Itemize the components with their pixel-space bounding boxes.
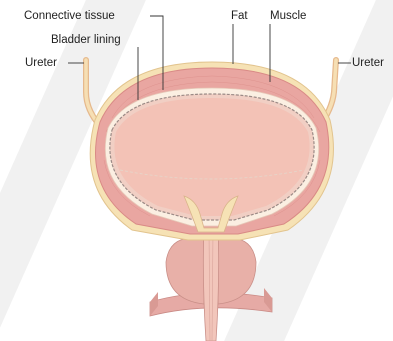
label-bladder-lining: Bladder lining — [51, 34, 121, 47]
urethra — [203, 228, 218, 341]
label-muscle: Muscle — [270, 10, 306, 23]
label-fat: Fat — [231, 10, 248, 23]
label-ureter-right: Ureter — [352, 57, 384, 70]
label-connective-tissue: Connective tissue — [24, 10, 115, 23]
label-ureter-left: Ureter — [25, 57, 57, 70]
